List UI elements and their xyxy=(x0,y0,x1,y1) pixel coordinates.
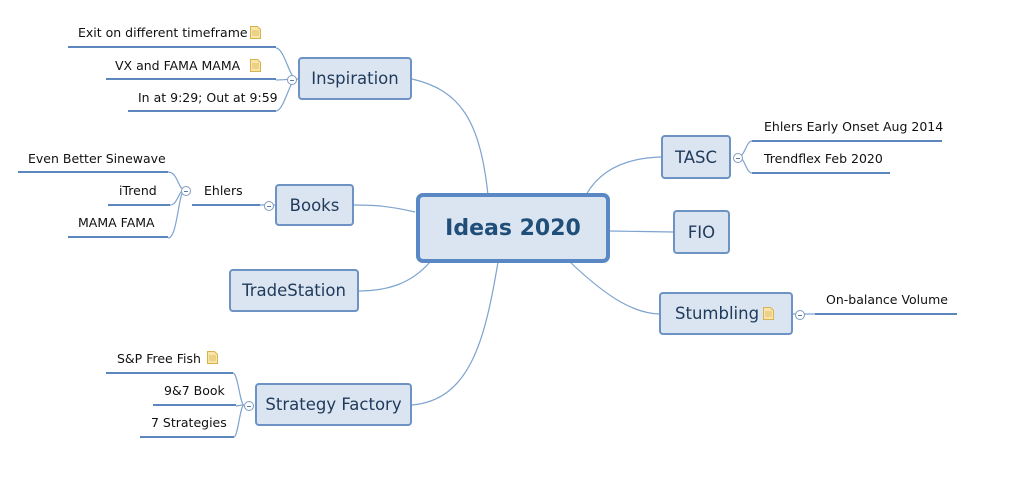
collapse-toggle-icon[interactable] xyxy=(244,401,254,411)
subtopic-vx-fama-mama[interactable]: VX and FAMA MAMA xyxy=(115,58,241,73)
subtopic-even-better-sinewave[interactable]: Even Better Sinewave xyxy=(28,151,166,166)
topic-books-label: Books xyxy=(289,195,340,215)
central-topic[interactable]: Ideas 2020 xyxy=(416,193,610,263)
subtopic-underline xyxy=(106,78,276,80)
topic-books[interactable]: Books xyxy=(275,184,354,226)
subtopic-ehlers[interactable]: Ehlers xyxy=(204,183,243,198)
subtopic-7-strategies[interactable]: 7 Strategies xyxy=(151,415,227,430)
note-icon[interactable] xyxy=(207,351,218,364)
topic-strategy-factory-label: Strategy Factory xyxy=(265,395,402,414)
collapse-toggle-icon[interactable] xyxy=(264,201,274,211)
note-icon[interactable] xyxy=(763,307,774,320)
topic-fio[interactable]: FIO xyxy=(673,210,730,254)
subtopic-underline xyxy=(18,171,168,173)
note-icon[interactable] xyxy=(250,26,261,39)
subtopic-in-at-929[interactable]: In at 9:29; Out at 9:59 xyxy=(138,90,278,105)
collapse-toggle-icon[interactable] xyxy=(287,75,297,85)
note-icon[interactable] xyxy=(250,59,261,72)
collapse-toggle-icon[interactable] xyxy=(181,186,191,196)
subtopic-underline xyxy=(108,204,170,206)
subtopic-underline xyxy=(192,204,260,206)
subtopic-underline xyxy=(815,313,957,315)
subtopic-exit-timeframe[interactable]: Exit on different timeframe xyxy=(78,25,248,40)
subtopic-underline xyxy=(752,140,942,142)
topic-inspiration-label: Inspiration xyxy=(311,69,399,88)
subtopic-underline xyxy=(128,110,276,112)
subtopic-itrend[interactable]: iTrend xyxy=(119,183,157,198)
topic-strategy-factory[interactable]: Strategy Factory xyxy=(255,383,412,426)
subtopic-9-7-book[interactable]: 9&7 Book xyxy=(164,383,225,398)
subtopic-trendflex[interactable]: Trendflex Feb 2020 xyxy=(764,151,883,166)
subtopic-sp-free-fish[interactable]: S&P Free Fish xyxy=(117,351,201,366)
topic-tasc-label: TASC xyxy=(674,147,718,167)
collapse-toggle-icon[interactable] xyxy=(795,310,805,320)
topic-tasc[interactable]: TASC xyxy=(661,135,731,179)
subtopic-mama-fama[interactable]: MAMA FAMA xyxy=(78,215,155,230)
central-topic-label: Ideas 2020 xyxy=(445,215,581,241)
topic-stumbling[interactable]: Stumbling xyxy=(659,292,793,335)
topic-stumbling-label: Stumbling xyxy=(675,304,760,323)
subtopic-underline xyxy=(106,372,233,374)
subtopic-underline xyxy=(140,436,234,438)
topic-tradestation[interactable]: TradeStation xyxy=(229,269,359,312)
topic-fio-label: FIO xyxy=(687,222,716,242)
subtopic-on-balance-volume[interactable]: On-balance Volume xyxy=(826,292,948,307)
collapse-toggle-icon[interactable] xyxy=(733,153,743,163)
subtopic-underline xyxy=(68,46,276,48)
subtopic-underline xyxy=(153,404,236,406)
topic-tradestation-label: TradeStation xyxy=(242,281,346,300)
subtopic-underline xyxy=(68,236,168,238)
subtopic-underline xyxy=(752,172,890,174)
subtopic-ehlers-early-onset[interactable]: Ehlers Early Onset Aug 2014 xyxy=(764,119,944,134)
topic-inspiration[interactable]: Inspiration xyxy=(298,57,412,100)
